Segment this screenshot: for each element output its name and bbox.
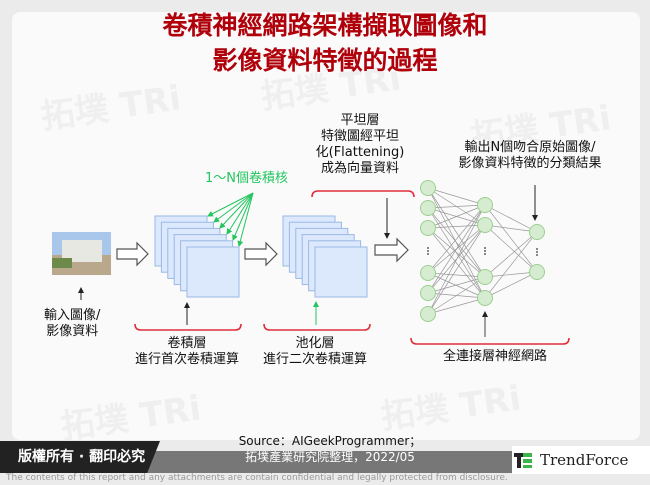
feature-map [314,246,368,298]
neuron-node [477,290,493,306]
output-label: 輸出N個吻合原始圖像/影像資料特徵的分類結果 [458,140,602,171]
ellipsis-dot [536,254,538,256]
connection [427,204,486,294]
connection [427,272,486,299]
connection [427,224,486,229]
source-note: Source：AIGeekProgrammer；拓墣產業研究院整理，2022/0… [238,434,422,464]
ellipsis-dot [536,248,538,250]
connection [427,227,486,278]
neuron-node [420,306,436,322]
connection [484,271,538,278]
neuron-node [529,224,545,240]
trendforce-logo: TrendForce [512,446,650,474]
arrow-right-icon [116,241,149,267]
ellipsis-dot [536,251,538,253]
disclaimer: The contents of this report and any atta… [6,473,508,483]
connection [427,187,486,206]
neuron-node [420,265,436,281]
feature-map [186,246,240,298]
fully-connected-network [420,180,545,322]
connection [427,276,486,315]
slide-title-line2: 影像資料特徵的過程 [212,46,438,75]
connection [484,271,538,299]
flatten-layer-label: 平坦層特徵圖經平坦化(Flattening)成為向量資料 [315,113,405,176]
connection [484,231,538,299]
pooling-feature-maps [282,215,368,298]
connection [427,204,486,274]
input-label: 輸入圖像/影像資料 [44,308,101,339]
kernel-arrows [207,192,254,247]
copyright-notice: 版權所有 · 翻印必究 [0,441,160,473]
brackets [134,190,570,345]
neuron-node [529,264,545,280]
connection [427,297,486,315]
ellipsis-dot [484,250,486,252]
slide-title-line1: 卷積神經網路架構擷取圖像和 [162,11,488,40]
connection [484,224,538,273]
input-image [52,232,111,275]
ellipsis-dot [484,253,486,255]
neuron-node [420,285,436,301]
neuron-node [420,200,436,216]
arrow-right-icon [244,241,278,267]
connection [427,272,486,278]
convolution-feature-maps [154,215,240,298]
neuron-node [420,220,436,236]
arrow-right-icon [374,237,409,263]
kernel-label: 1～N個卷積核 [205,171,288,186]
connection [427,204,486,229]
connection [484,224,538,233]
ellipsis-dot [484,247,486,249]
connection [427,276,486,294]
connection [427,204,486,209]
fc-layer-label: 全連接層神經網路 [442,349,547,364]
conv-layer-label: 卷積層進行首次卷積運算 [134,336,239,367]
neuron-node [420,180,436,196]
connection [427,224,486,315]
connection [484,231,538,278]
ellipsis-dot [427,247,429,249]
neuron-node [477,197,493,213]
connection [427,227,486,299]
footer-band [130,451,515,473]
connection [427,187,486,278]
connection [427,207,486,278]
trendforce-logo-icon [514,453,532,468]
connection [427,204,486,315]
neuron-node [477,269,493,285]
ellipsis-dot [427,253,429,255]
pool-layer-label: 池化層進行二次卷積運算 [262,336,367,367]
connection [484,204,538,273]
ellipsis-dot [427,250,429,252]
connection [484,204,538,233]
neuron-node [477,217,493,233]
